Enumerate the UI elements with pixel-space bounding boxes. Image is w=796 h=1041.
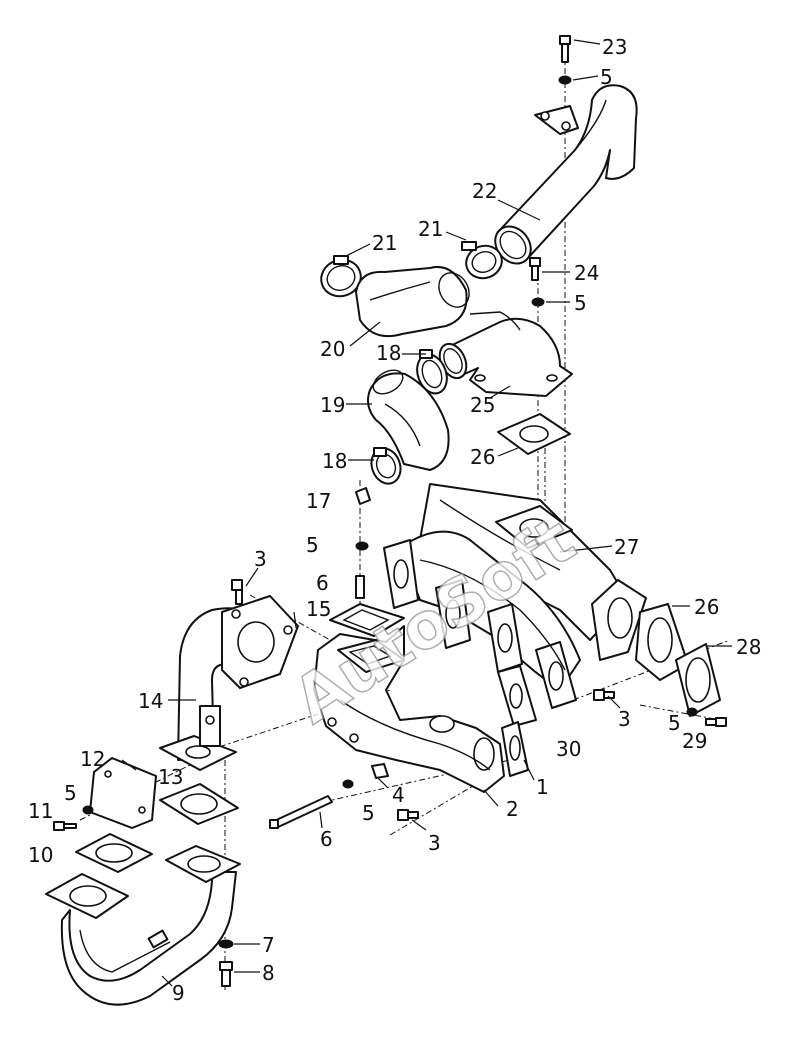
washer-5-mid (531, 297, 545, 307)
callout-15: 15 (306, 597, 331, 621)
callout-6: 6 (316, 571, 329, 595)
elbow-pipe-22 (494, 84, 638, 265)
callout-18: 18 (322, 449, 347, 473)
callout-29: 29 (682, 729, 707, 753)
callout-23: 23 (602, 35, 627, 59)
turbo-gasket (329, 603, 405, 637)
callout-2: 2 (506, 797, 519, 821)
callout-5: 5 (64, 781, 77, 805)
callout-3: 3 (428, 831, 441, 855)
bolt-29 (705, 717, 727, 727)
washer-5-top (558, 75, 572, 85)
clamp-18-lower (370, 447, 402, 485)
callout-25: 25 (470, 393, 495, 417)
flange-28 (675, 643, 721, 717)
callout-9: 9 (172, 981, 185, 1005)
washer-5-center (342, 779, 354, 789)
callout-24: 24 (574, 261, 599, 285)
gasket-10 (75, 833, 153, 873)
callout-27: 27 (614, 535, 639, 559)
callout-20: 20 (320, 337, 345, 361)
bolt-3-lower (397, 809, 419, 821)
washer-5-far-left (82, 805, 94, 815)
callout-10: 10 (28, 843, 53, 867)
callout-21: 21 (418, 217, 443, 241)
stud-6-upper (355, 575, 365, 599)
leader-lines (121, 39, 732, 987)
gasket-1 (501, 721, 529, 777)
gasket-26-right (635, 603, 689, 681)
elbow-pipe-14 (159, 595, 299, 771)
callout-labels: 23 5 22 21 21 24 5 20 18 25 19 18 26 17 … (28, 35, 761, 1005)
callout-26: 26 (694, 595, 719, 619)
callout-11: 11 (28, 799, 53, 823)
callout-22: 22 (472, 179, 497, 203)
callout-5: 5 (668, 711, 681, 735)
hose-20 (355, 266, 470, 338)
callout-12: 12 (80, 747, 105, 771)
callout-5: 5 (574, 291, 587, 315)
callout-26: 26 (470, 445, 495, 469)
callout-8: 8 (262, 961, 275, 985)
washer-5-right (686, 707, 698, 717)
callout-1: 1 (536, 775, 549, 799)
bolt-11 (53, 821, 77, 831)
bolt-3-right (593, 689, 615, 701)
stud-6-long (269, 795, 333, 829)
callout-30: 30 (556, 737, 581, 761)
gasket-26-upper (497, 413, 571, 455)
clamp-21-left (320, 255, 362, 298)
callout-18: 18 (376, 341, 401, 365)
callout-5: 5 (600, 65, 613, 89)
callout-28: 28 (736, 635, 761, 659)
nut-17 (355, 487, 371, 505)
manifold-27 (419, 483, 647, 661)
outlet-pipe-25 (438, 311, 573, 397)
callout-7: 7 (262, 933, 275, 957)
callout-3: 3 (618, 707, 631, 731)
washer-5-left (355, 541, 369, 551)
callout-5: 5 (362, 801, 375, 825)
callout-5: 5 (306, 533, 319, 557)
callout-13: 13 (158, 765, 183, 789)
bolt-8 (219, 961, 233, 987)
callout-19: 19 (320, 393, 345, 417)
callout-17: 17 (306, 489, 331, 513)
callout-21: 21 (372, 231, 397, 255)
callout-6: 6 (320, 827, 333, 851)
center-lines (79, 40, 731, 990)
manifold-2 (313, 625, 505, 793)
bolt-23 (559, 35, 571, 63)
pipe-9 (45, 845, 241, 1006)
hose-19 (367, 369, 450, 471)
gasket-30 (497, 665, 537, 727)
clamp-21-right (461, 241, 503, 280)
callout-3: 3 (254, 547, 267, 571)
callout-14: 14 (138, 689, 163, 713)
manifold-front (383, 530, 581, 709)
bolt-3-upper (231, 579, 243, 605)
bolt-24 (529, 257, 541, 281)
nut-4 (371, 763, 389, 779)
gasket-13 (159, 783, 239, 825)
callout-4: 4 (392, 783, 405, 807)
washer-7 (218, 939, 234, 949)
